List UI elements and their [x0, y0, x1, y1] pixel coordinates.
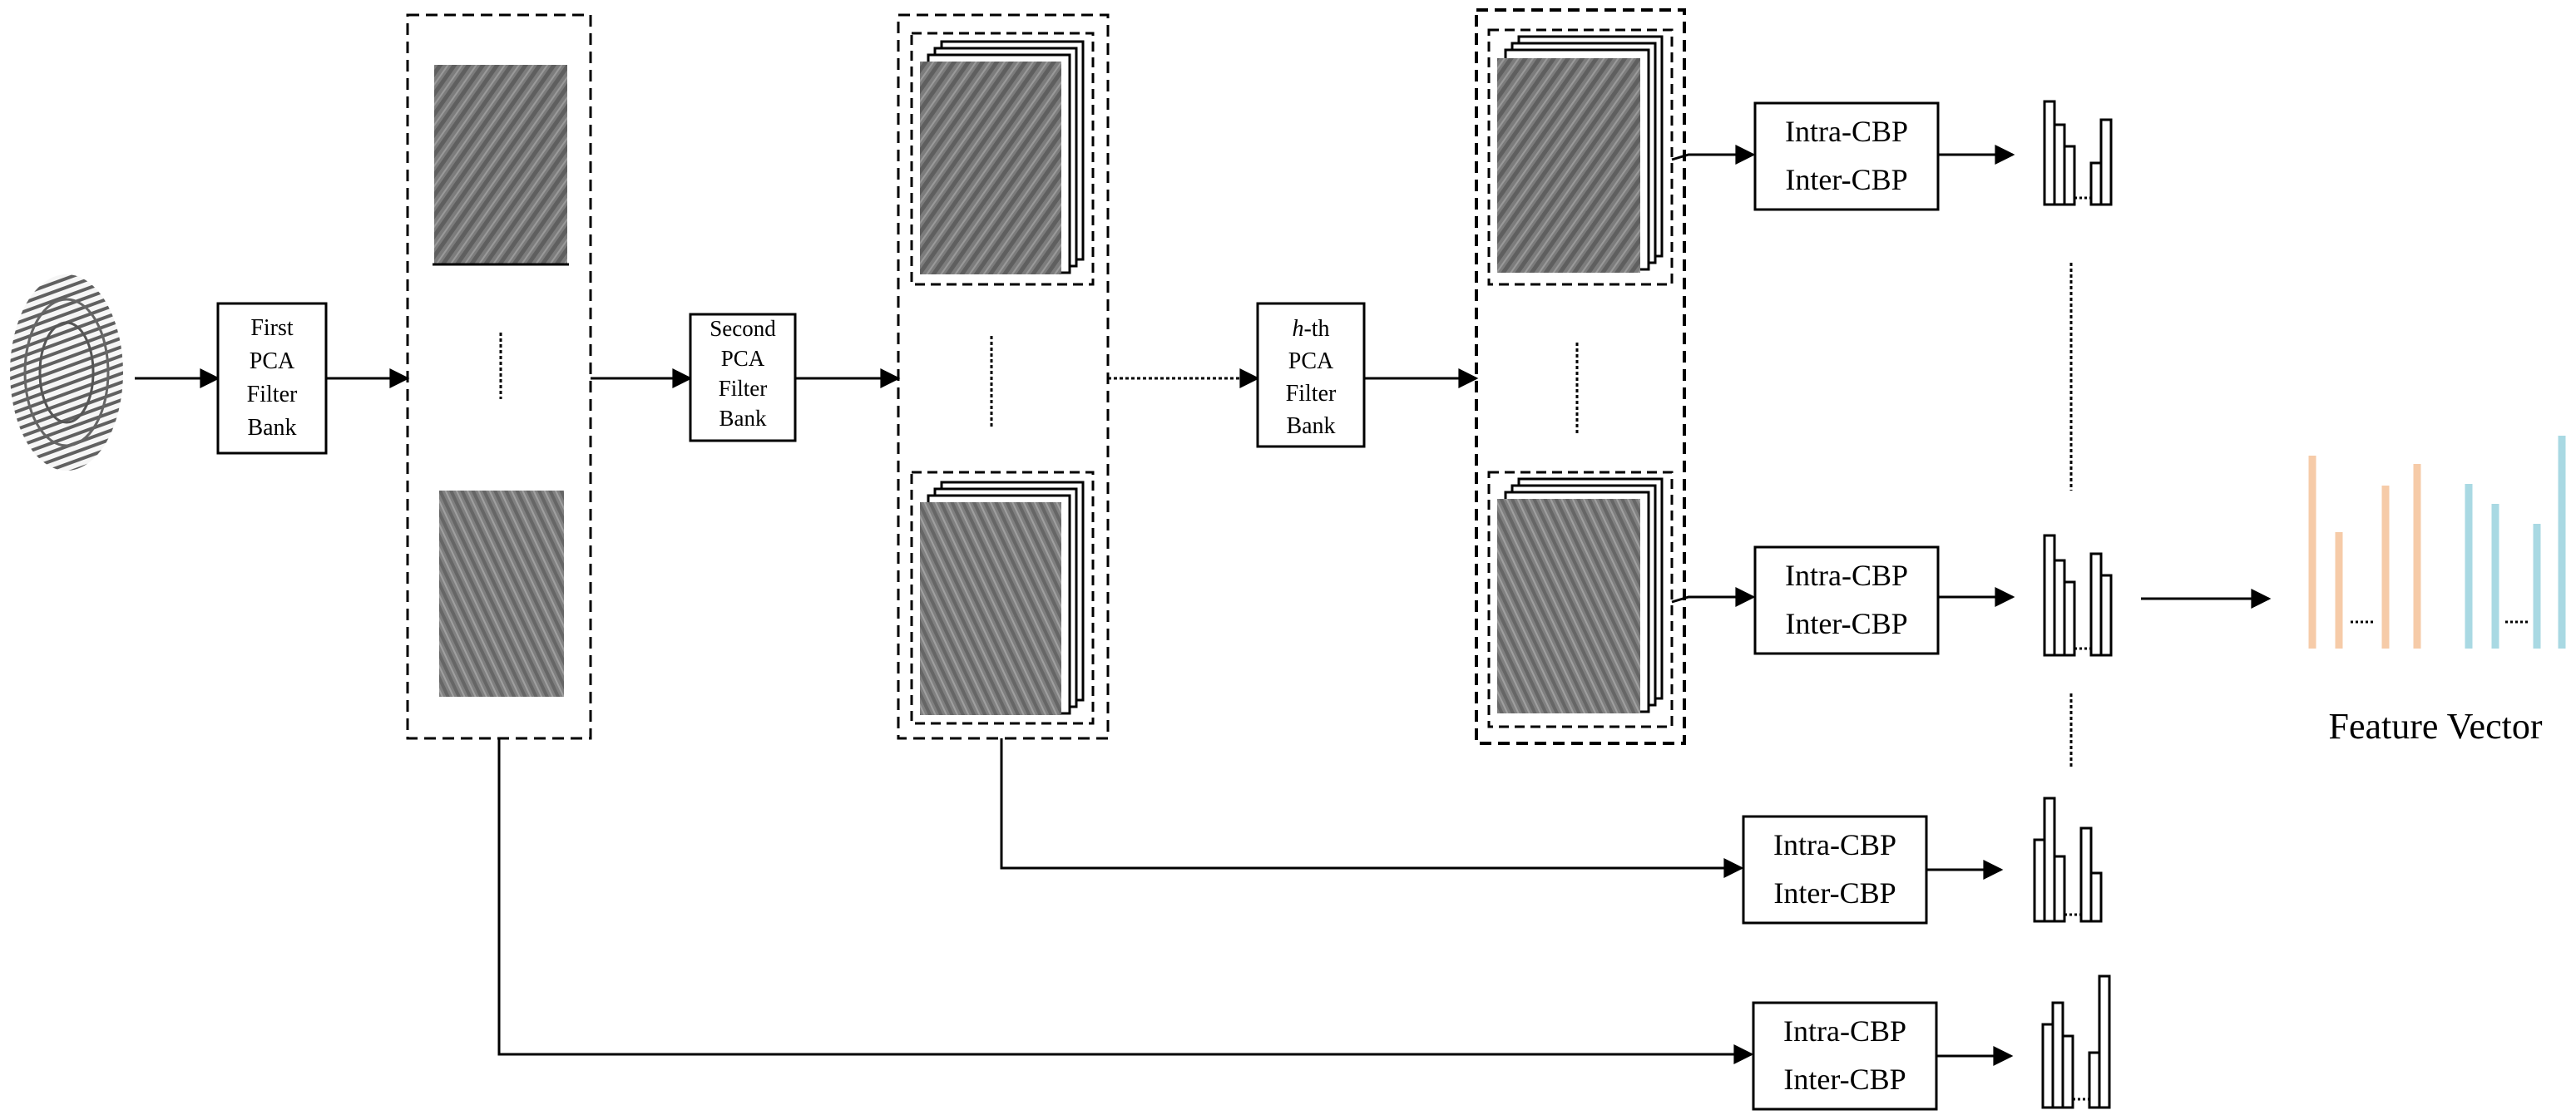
- fingerprint-map-icon: [434, 65, 567, 264]
- cbp-1-inter-label: Inter-CBP: [1785, 163, 1907, 196]
- fingerprint-map-icon: [920, 62, 1061, 274]
- first-pca-filter-bank: First PCA Filter Bank: [216, 302, 328, 455]
- cbp-2-intra-label: Intra-CBP: [1785, 559, 1908, 592]
- stage-h-maps-group: [1475, 8, 1686, 745]
- cbp-box-1: Intra-CBP Inter-CBP: [1753, 101, 1940, 211]
- histogram-icon: [2033, 797, 2103, 923]
- filter-bank-1-line-2: PCA: [250, 348, 295, 374]
- hth-suffix: -th: [1303, 316, 1329, 342]
- hth-pca-filter-bank: h-th PCA Filter Bank: [1256, 302, 1366, 448]
- second-pca-filter-bank: Second PCA Filter Bank: [689, 313, 797, 442]
- connector-stage1-to-cbp4: [497, 738, 1754, 1064]
- h-italic-prefix: h: [1292, 316, 1303, 342]
- fingerprint-map-icon: [1497, 499, 1640, 713]
- filter-bank-h-line-1: h-th: [1292, 316, 1329, 342]
- filter-bank-h-line-2: PCA: [1288, 348, 1334, 374]
- histogram-icon: [2043, 534, 2113, 657]
- cbp-3-inter-label: Inter-CBP: [1773, 876, 1896, 910]
- cbp-1-intra-label: Intra-CBP: [1785, 115, 1908, 148]
- cbp-2-inter-label: Inter-CBP: [1785, 607, 1907, 640]
- cbp-box-3: Intra-CBP Inter-CBP: [1742, 815, 1928, 925]
- fingerprint-input-icon: [10, 274, 123, 471]
- feature-vector-label: Feature Vector: [2329, 706, 2543, 747]
- fingerprint-map-icon: [1497, 58, 1640, 273]
- filter-bank-2-line-3: Filter: [719, 376, 768, 401]
- stage-2-maps-group: [897, 13, 1110, 740]
- filter-bank-2-line-2: PCA: [721, 346, 765, 371]
- cbp-4-intra-label: Intra-CBP: [1783, 1014, 1906, 1048]
- filter-bank-h-line-3: Filter: [1286, 381, 1337, 407]
- cbp-box-2: Intra-CBP Inter-CBP: [1753, 545, 1940, 655]
- filter-bank-2-line-4: Bank: [719, 406, 767, 431]
- filter-bank-h-line-4: Bank: [1286, 413, 1335, 439]
- filter-bank-2-line-1: Second: [710, 316, 776, 341]
- fingerprint-map-icon: [439, 491, 564, 697]
- connector-stageh-top-to-cbp1: [1671, 145, 1756, 165]
- cbp-3-intra-label: Intra-CBP: [1773, 828, 1896, 861]
- histogram-icon: [2043, 100, 2113, 206]
- filter-bank-1-line-4: Bank: [247, 415, 296, 441]
- feature-vector-bars-icon: [2308, 436, 2566, 649]
- connector-stage2-to-cbp3: [1000, 738, 1744, 878]
- stage-1-maps-group: [406, 13, 592, 740]
- cbp-4-inter-label: Inter-CBP: [1783, 1063, 1906, 1096]
- histogram-icon: [2041, 974, 2111, 1109]
- filter-bank-1-line-1: First: [250, 315, 294, 341]
- fingerprint-map-icon: [920, 502, 1061, 715]
- cbp-box-4: Intra-CBP Inter-CBP: [1752, 1001, 1938, 1111]
- connector-stageh-bottom-to-cbp2: [1671, 587, 1756, 607]
- filter-bank-1-line-3: Filter: [247, 382, 298, 407]
